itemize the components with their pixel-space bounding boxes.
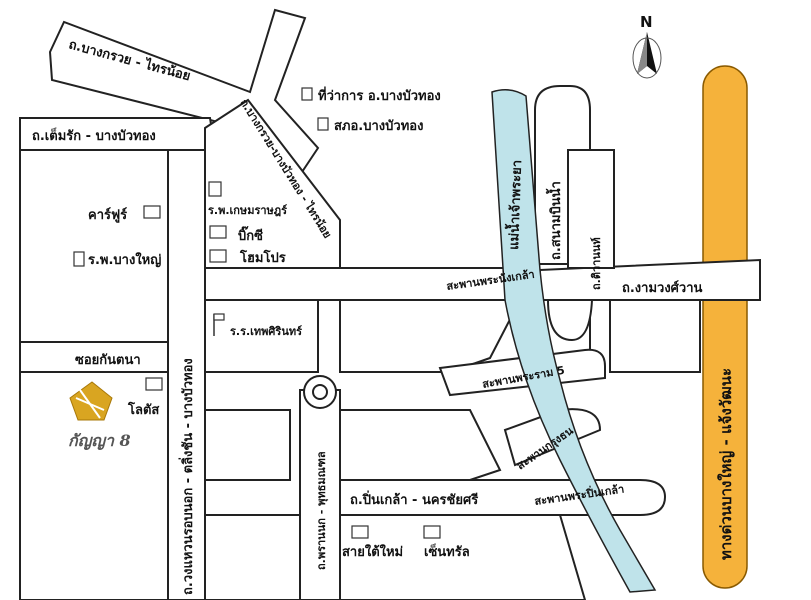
building-icon	[317, 117, 329, 131]
place-bangyai-hospital: ร.พ.บางใหญ่	[88, 251, 161, 268]
label-kanchanaphisek: ถ.วงแหวนรอบนอก - ตลิ่งชัน - บางบัวทอง	[178, 358, 196, 595]
place-police: สภอ.บางบัวทอง	[334, 119, 423, 134]
building-icon	[301, 87, 313, 101]
north-label: N	[640, 13, 653, 31]
label-pinklao-nakhon-chaisi: ถ.ปิ่นเกล้า - นครชัยศรี	[350, 490, 478, 508]
label-highway: ทางด่วนบางใหญ่ - แจ้งวัฒนะ	[717, 368, 735, 560]
places: ที่ว่าการ อ.บางบัวทอง สภอ.บางบัวทอง คาร์…	[73, 86, 470, 560]
place-thepsirin-school: ร.ร.เทพศิรินทร์	[230, 325, 302, 338]
company-logo-icon: กัญญา 8	[68, 381, 131, 450]
building-icon	[73, 251, 85, 267]
label-ratchaphruek: ถ.พรานนก - พุทธมณฑล	[315, 451, 329, 570]
label-ngam-wong-wan: ถ.งามวงศ์วาน	[622, 280, 703, 296]
place-homepro: โฮมโปร	[239, 249, 286, 266]
highway	[702, 65, 748, 589]
label-sanam-bin-nam: ถ.สนามบินน้ำ	[545, 181, 564, 260]
building-icon	[143, 205, 161, 219]
place-sai-tai-mai: สายใต้ใหม่	[342, 543, 403, 560]
label-tim-rak: ถ.เต็มรัก - บางบัวทอง	[32, 126, 156, 144]
logo-text: กัญญา 8	[68, 431, 131, 450]
place-big-c: บิ๊กซี	[238, 226, 263, 244]
building-icon	[351, 525, 369, 539]
label-tiwanon: ถ.ติวานนท์	[590, 237, 603, 290]
place-lotus: โลตัส	[127, 401, 159, 418]
place-kasemrad-hospital: ร.พ.เกษมราษฎร์	[208, 204, 287, 217]
building-icon	[145, 377, 163, 391]
compass: N	[632, 13, 662, 79]
building-icon	[208, 181, 222, 197]
north-arrow-icon	[632, 32, 662, 79]
building-icon	[209, 225, 227, 239]
label-river: แม่น้ำเจ้าพระยา	[503, 160, 525, 251]
place-district-office: ที่ว่าการ อ.บางบัวทอง	[318, 86, 441, 104]
building-icon	[423, 525, 441, 539]
building-icon	[209, 249, 227, 263]
label-soi-kan-tana: ซอยกันตนา	[75, 353, 141, 368]
place-central: เซ็นทรัล	[424, 542, 470, 560]
chao-phraya-river	[491, 89, 657, 593]
place-carrefour: คาร์ฟูร์	[88, 207, 127, 223]
flag-icon	[213, 313, 225, 336]
